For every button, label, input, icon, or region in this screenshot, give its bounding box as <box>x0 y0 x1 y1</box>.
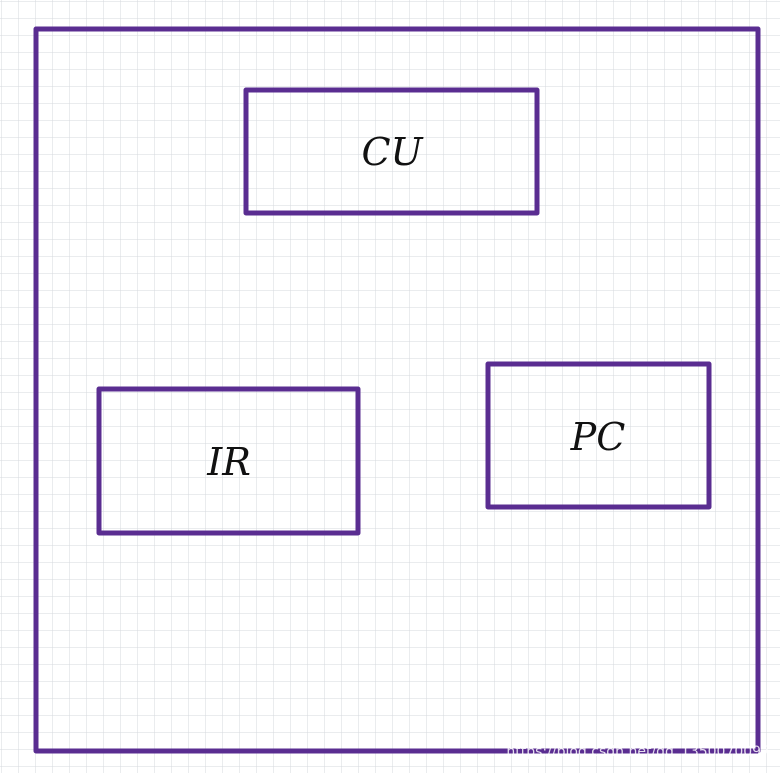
ir-box: IR <box>96 386 361 536</box>
ir-box-outline <box>96 386 361 536</box>
cu-box: CU <box>243 87 540 216</box>
outer-container-box <box>33 26 761 754</box>
pc-box: PC <box>485 361 712 510</box>
cu-box-outline <box>243 87 540 216</box>
pc-box-outline <box>485 361 712 510</box>
watermark-text: https://blog.csdn.net/qq_1350070097 <box>506 744 770 760</box>
pc-label: PC <box>570 415 626 459</box>
cu-label: CU <box>361 130 424 174</box>
ir-label: IR <box>206 440 251 484</box>
